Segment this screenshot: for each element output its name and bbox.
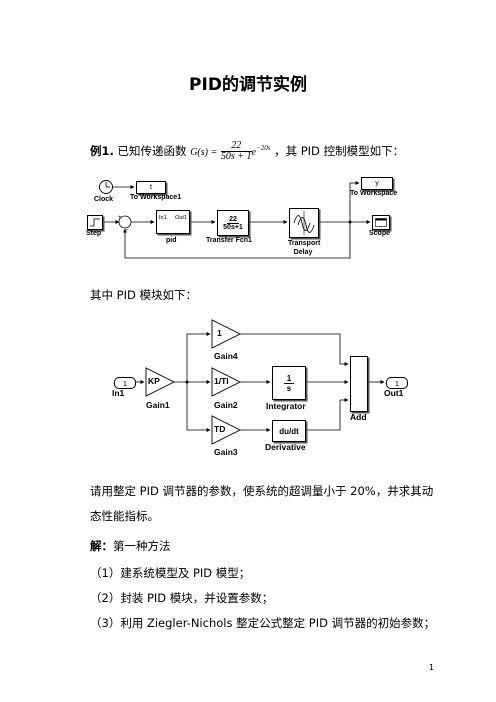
integrator-numerator: 1 (283, 374, 295, 384)
gain3-label: Gain3 (214, 447, 238, 457)
transport-delay-label-line1: Transport (288, 240, 321, 247)
pid-out-port: Out1 (175, 215, 187, 221)
gain2-value: 1/TI (214, 376, 229, 386)
solution-line: 解：第一种方法 (90, 538, 171, 554)
to-workspace-label: To Workspace (350, 190, 398, 197)
pid-label: pid (166, 237, 177, 244)
out1-port[interactable]: 1 (386, 377, 408, 389)
pid-intro-text: 其中 PID 模块如下： (90, 288, 197, 302)
scope-icon (375, 218, 387, 227)
pid-subsystem-block[interactable]: In1 Out1 (156, 210, 190, 234)
integrator-label: Integrator (266, 401, 306, 411)
step-item-2: （2）封装 PID 模块，并设置参数； (90, 591, 274, 605)
to-workspace1-block[interactable]: t (136, 181, 166, 194)
step-block[interactable] (87, 215, 103, 230)
in1-port-number: 1 (122, 378, 128, 388)
step-label: Step (86, 230, 102, 237)
example-line: 例1. 已知传递函数 G(s) = 22 50s + 1 e−20s ，其 PI… (90, 140, 404, 162)
integrator-denominator: s (286, 383, 292, 393)
derivative-block[interactable]: du/dt (272, 420, 306, 442)
pid-control-model: + - Clock t To Workspace1 y To Workspace… (82, 172, 412, 264)
requirement-line2: 态性能指标。 (90, 509, 159, 523)
step-icon (90, 218, 100, 227)
integrator-block[interactable]: 1 s (272, 366, 306, 400)
tf-denominator: 50s+1 (223, 223, 243, 231)
to-workspace1-value: t (150, 184, 152, 191)
transfer-fcn-label: Transfer Fcn1 (206, 237, 252, 244)
formula-numerator: 22 (220, 140, 252, 152)
to-workspace1-label: To Workspace1 (130, 194, 182, 201)
gain4-label: Gain4 (214, 351, 238, 361)
tf-numerator: 22 (227, 215, 239, 224)
add-label: Add (350, 412, 367, 422)
transport-delay-icon (293, 211, 315, 235)
out1-label: Out1 (384, 388, 404, 398)
example-suffix: ，其 PID 控制模型如下： (274, 143, 405, 158)
in1-label: In1 (112, 388, 125, 398)
derivative-value: du/dt (279, 426, 299, 436)
gain1-label: Gain1 (146, 400, 170, 410)
formula-lhs: G(s) = (190, 146, 218, 158)
transport-delay-block[interactable] (289, 208, 319, 238)
clock-label: Clock (94, 196, 114, 203)
formula-exp-power: −20s (255, 144, 271, 152)
pid-in-port: In1 (159, 215, 167, 221)
example-prefix: 已知传递函数 (117, 143, 187, 158)
page-title: PID的调节实例 (189, 75, 307, 95)
add-block[interactable] (350, 356, 368, 412)
gain4-value: 1 (217, 328, 222, 338)
gain2-label: Gain2 (214, 400, 238, 410)
solution-label: 解： (90, 539, 113, 553)
page-number: 1 (428, 663, 434, 672)
in1-port[interactable]: 1 (114, 377, 136, 389)
to-workspace-value: y (375, 180, 379, 187)
svg-text:-: - (126, 227, 129, 234)
formula-denominator: 50s + 1 (220, 150, 252, 162)
transfer-fcn-block[interactable]: 22 50s+1 (217, 210, 249, 236)
model1-wires: + - (99, 180, 371, 259)
model2-wires: + + + (136, 319, 385, 445)
scope-label: Scope (369, 230, 391, 237)
out1-port-number: 1 (394, 378, 400, 388)
svg-text:+: + (118, 215, 122, 221)
pid-subsystem-diagram: + + + 1 In1 KP Gain1 1 Gain4 1/TI Gain2 … (110, 316, 410, 466)
kp-value: KP (148, 376, 160, 386)
example-label: 例1. (90, 143, 114, 158)
step-item-1: （1）建系统模型及 PID 模型； (90, 566, 251, 580)
transport-delay-label-line2: Delay (293, 249, 313, 256)
formula-exp: e (251, 146, 256, 158)
scope-block[interactable] (372, 215, 390, 230)
gain3-value: TD (214, 424, 226, 434)
to-workspace-block[interactable]: y (361, 177, 393, 190)
solution-text: 第一种方法 (113, 539, 171, 553)
requirement-line1: 请用整定 PID 调节器的参数，使系统的超调量小于 20%，并求其动 (90, 484, 434, 498)
formula-fraction: 22 50s + 1 (220, 140, 252, 162)
transport-delay-label: Transport Delay (288, 239, 321, 257)
derivative-label: Derivative (265, 442, 306, 452)
step-item-3: （3）利用 Ziegler-Nichols 整定公式整定 PID 调节器的初始参… (90, 616, 436, 630)
